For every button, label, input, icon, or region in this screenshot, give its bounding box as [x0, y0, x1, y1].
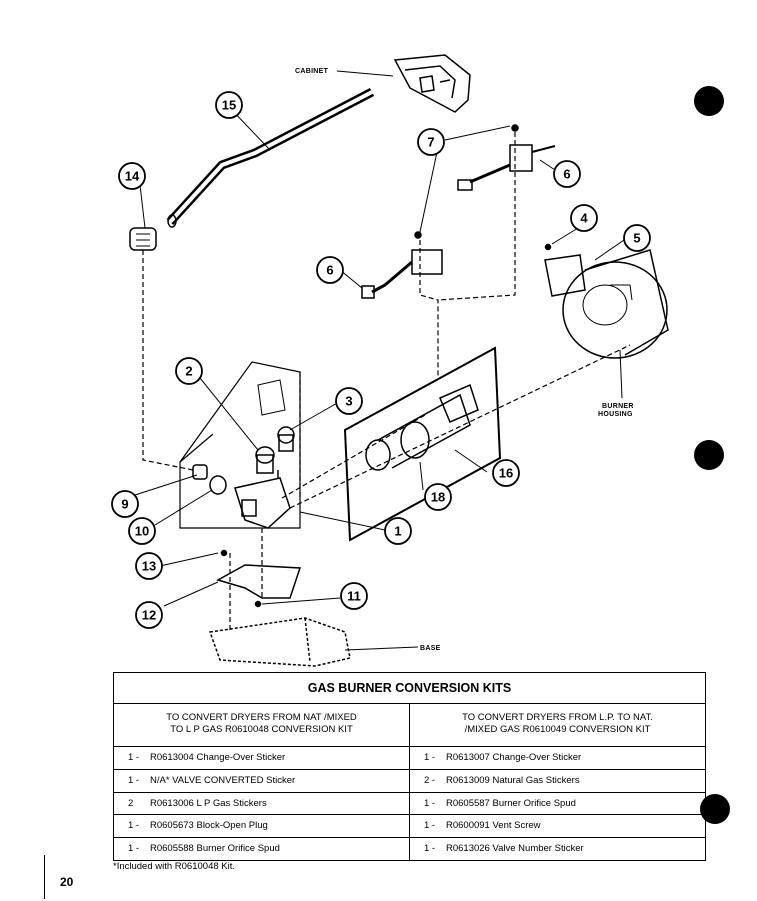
callout-6-upper-label: 6 — [563, 167, 570, 182]
valve-bracket — [216, 549, 302, 608]
callout-12 — [135, 601, 163, 629]
burner-housing-label-2: HOUSING — [598, 411, 633, 418]
lp-to-nat-heading-line1: TO CONVERT DRYERS FROM L.P. TO NAT. — [462, 712, 653, 723]
upper-connector — [457, 124, 556, 191]
conversion-kits-table: GAS BURNER CONVERSION KITS TO CONVERT DR… — [113, 672, 706, 861]
callout-9-label: 9 — [121, 497, 128, 512]
callout-7-label: 7 — [427, 135, 434, 150]
page-number: 20 — [60, 875, 74, 889]
list-item: 1 -N/A* VALVE CONVERTED Sticker — [114, 770, 409, 793]
callout-1-label: 1 — [394, 524, 401, 539]
margin-line — [44, 855, 45, 899]
list-item: 1 -R0605588 Burner Orifice Spud — [128, 843, 280, 855]
cabinet-label: CABINET — [295, 68, 329, 75]
callout-14 — [118, 162, 146, 190]
callout-5 — [623, 224, 651, 252]
callout-2-label: 2 — [185, 364, 192, 379]
callout-6-upper — [553, 160, 581, 188]
callout-6-lower — [316, 256, 344, 284]
nat-to-lp-heading-line2: TO L P GAS R0610048 CONVERSION KIT — [170, 724, 353, 735]
nat-to-lp-heading-line1: TO CONVERT DRYERS FROM NAT /MIXED — [166, 712, 357, 723]
list-item: 1 -R0613004 Change-Over Sticker — [114, 747, 409, 770]
list-item: 2 -R0613009 Natural Gas Stickers — [410, 770, 705, 793]
callout-14-label: 14 — [125, 169, 140, 184]
nat-to-lp-heading: TO CONVERT DRYERS FROM NAT /MIXED TO L P… — [114, 704, 409, 747]
burner-tube — [343, 346, 502, 542]
orifice-fitting — [192, 464, 208, 480]
callout-10 — [128, 517, 156, 545]
callout-3-label: 3 — [345, 394, 352, 409]
burner-housing — [562, 249, 669, 359]
lp-to-nat-heading-line2: /MIXED GAS R0610049 CONVERSION KIT — [464, 724, 651, 735]
callout-2 — [175, 357, 203, 385]
callout-11 — [340, 582, 368, 610]
callout-4 — [570, 204, 598, 232]
table-title: GAS BURNER CONVERSION KITS — [114, 673, 705, 704]
footnote: *Included with R0610048 Kit. — [113, 861, 235, 872]
callout-18-label: 18 — [431, 490, 445, 505]
list-item: 1 -R0613007 Change-Over Sticker — [410, 747, 705, 770]
callout-15-label: 15 — [222, 98, 236, 113]
hole-punch-top — [694, 86, 724, 116]
callout-3 — [335, 387, 363, 415]
leader-lines — [134, 107, 625, 607]
cabinet-bracket — [393, 54, 471, 113]
callout-5-label: 5 — [633, 231, 640, 246]
callout-4-label: 4 — [580, 211, 588, 226]
burner-housing-label-1: BURNER — [602, 403, 634, 410]
callout-13-label: 13 — [142, 559, 156, 574]
callout-1 — [384, 517, 412, 545]
list-item: 1 -R0613026 Valve Number Sticker — [424, 843, 584, 855]
callout-15 — [215, 91, 243, 119]
callout-16 — [492, 459, 520, 487]
callout-12-label: 12 — [142, 608, 156, 623]
burner-bracket — [544, 243, 586, 297]
lower-connector — [361, 231, 443, 299]
callout-9 — [111, 490, 139, 518]
callout-10-label: 10 — [135, 524, 149, 539]
base-label: BASE — [420, 645, 441, 652]
lp-to-nat-heading: TO CONVERT DRYERS FROM L.P. TO NAT. /MIX… — [410, 704, 705, 747]
pipe-fitting — [129, 227, 157, 251]
callout-13 — [135, 552, 163, 580]
hole-punch-middle — [694, 440, 724, 470]
gas-supply-pipe — [166, 88, 375, 228]
list-item: 1 -R0600091 Vent Screw — [410, 815, 705, 839]
callout-7 — [417, 128, 445, 156]
assembly-lines — [142, 132, 631, 632]
callout-6-lower-label: 6 — [326, 263, 333, 278]
callout-16-label: 16 — [499, 466, 513, 481]
lp-to-nat-column: TO CONVERT DRYERS FROM L.P. TO NAT. /MIX… — [410, 704, 705, 861]
gas-valve — [234, 379, 295, 529]
parts-diagram: 15 14 7 6 6 4 5 2 3 16 18 9 10 1 13 11 1… — [111, 54, 669, 667]
nut-fitting — [209, 475, 227, 495]
list-item: 1 -R0605673 Block-Open Plug — [114, 815, 409, 839]
list-item: 1 -R0605587 Burner Orifice Spud — [410, 793, 705, 816]
base-panel — [208, 617, 351, 667]
callout-11-label: 11 — [347, 589, 361, 604]
callout-18 — [424, 483, 452, 511]
nat-to-lp-column: TO CONVERT DRYERS FROM NAT /MIXED TO L P… — [114, 704, 410, 861]
